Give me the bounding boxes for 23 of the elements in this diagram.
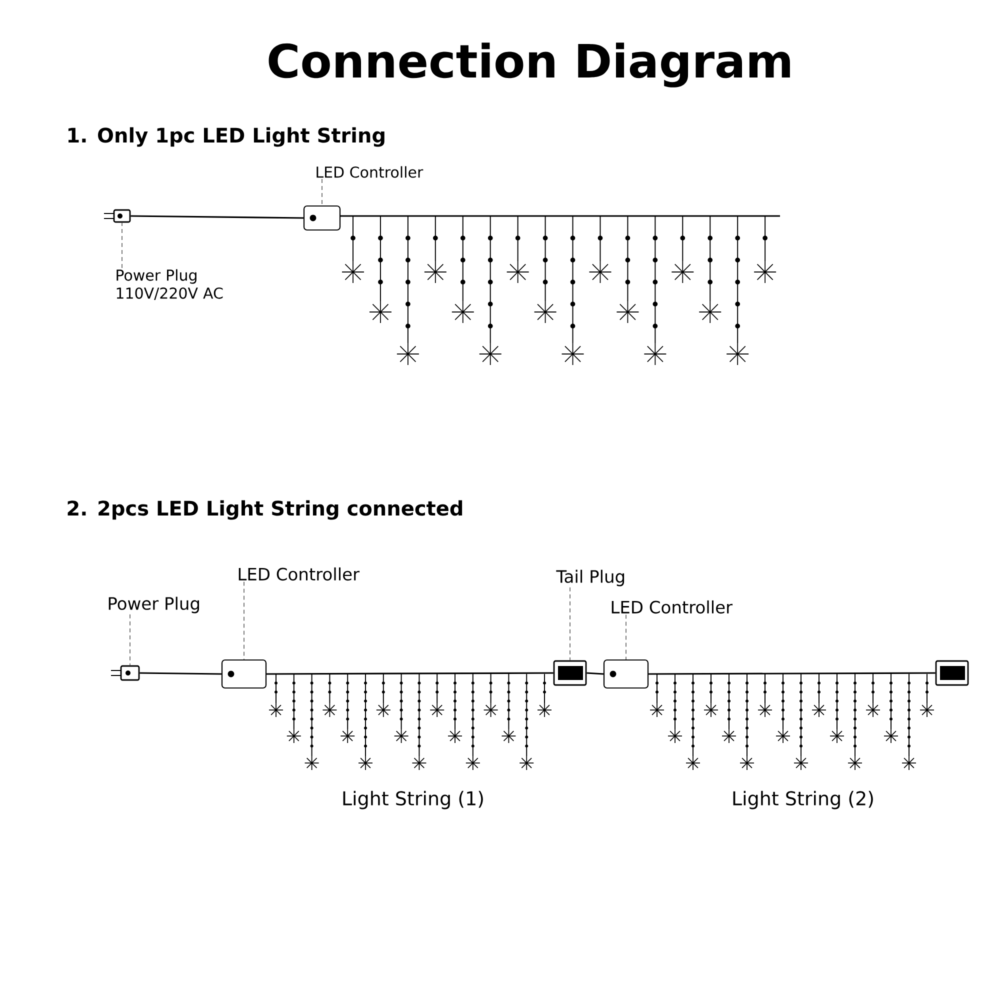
cable bbox=[648, 672, 936, 675]
callout-label: Power Plug 110V/220V AC bbox=[116, 269, 223, 300]
callout-label: LED Controller bbox=[238, 567, 360, 581]
callout-label: LED Controller bbox=[612, 600, 733, 614]
cable bbox=[586, 672, 604, 675]
cable bbox=[140, 672, 222, 675]
callout-label: Power Plug bbox=[108, 596, 199, 614]
controller-box bbox=[221, 659, 267, 689]
callout-label: LED Controller bbox=[316, 166, 424, 178]
controller-box bbox=[603, 659, 649, 689]
cable bbox=[130, 215, 304, 219]
string-label: Light String (2) bbox=[733, 790, 873, 810]
cable bbox=[266, 672, 554, 675]
controller-box bbox=[303, 205, 341, 231]
section-heading: 2. 2pcs LED Light String connected bbox=[68, 500, 462, 520]
string-label: Light String (1) bbox=[343, 790, 483, 810]
power-plug bbox=[104, 209, 131, 223]
title: Connection Diagram bbox=[268, 42, 790, 88]
section-heading: 1. Only 1pc LED Light String bbox=[68, 127, 384, 147]
tail-plug bbox=[935, 660, 969, 686]
callout-label: Tail Plug bbox=[556, 570, 624, 586]
tail-plug bbox=[553, 660, 587, 686]
power-plug bbox=[110, 665, 140, 681]
